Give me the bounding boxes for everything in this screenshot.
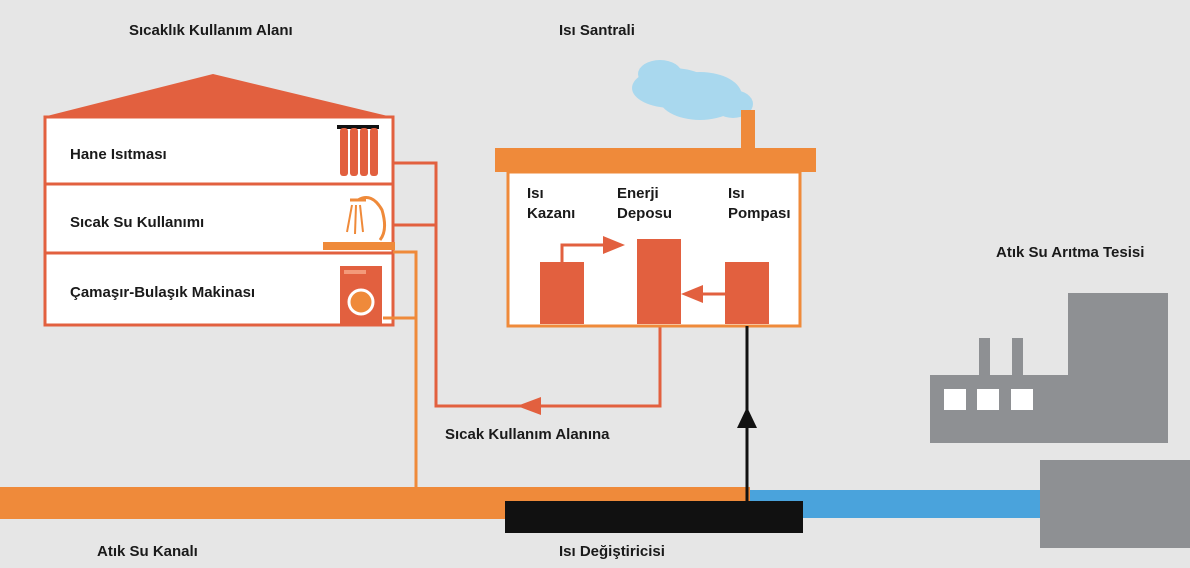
heat-pump-label: Isı Pompası xyxy=(728,185,791,222)
storage-label: Enerji Deposu xyxy=(617,185,673,222)
plant-title: Isı Santrali xyxy=(559,22,635,39)
house-icon xyxy=(43,74,395,327)
house-pipes xyxy=(383,161,662,487)
flow-arrow-to-house xyxy=(517,397,541,415)
heat-exchanger xyxy=(505,501,803,533)
energy-storage-tank xyxy=(637,239,681,324)
washing-machine-icon xyxy=(340,266,382,324)
usage-area-title: Sıcaklık Kullanım Alanı xyxy=(129,22,293,39)
flow-arrow-to-storage xyxy=(603,236,625,254)
hot-water-label: Sıcak Su Kullanımı xyxy=(70,214,205,231)
treatment-plant-title: Atık Su Arıtma Tesisi xyxy=(996,244,1145,261)
appliances-label: Çamaşır-Bulaşık Makinası xyxy=(70,284,256,301)
flow-arrow-to-storage-2 xyxy=(681,285,703,303)
room-heating-label: Hane Isıtması xyxy=(70,146,167,163)
heat-exchanger-label: Isı Değiştiricisi xyxy=(559,543,665,560)
to-usage-area-label: Sıcak Kullanım Alanına xyxy=(445,426,610,443)
plant-flow-lines xyxy=(560,243,725,296)
treatment-plant-icon xyxy=(930,293,1190,548)
boiler-tank xyxy=(540,262,584,324)
sewer-label: Atık Su Kanalı xyxy=(97,543,198,560)
boiler-label: Isı Kazanı xyxy=(527,185,576,222)
heat-pump-tank xyxy=(725,262,769,324)
heat-transfer-arrow xyxy=(737,407,757,428)
radiator-icon xyxy=(337,125,379,176)
shower-icon xyxy=(323,196,395,250)
